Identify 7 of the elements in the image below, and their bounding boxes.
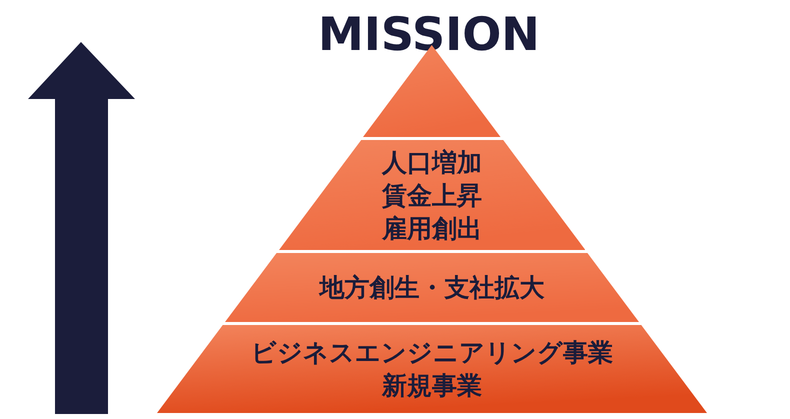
band-label: ビジネスエンジニアリング事業 <box>250 337 614 369</box>
band-label: 雇用創出 <box>380 212 483 244</box>
band-label: 賃金上昇 <box>380 180 483 212</box>
band-label: 人口増加 <box>380 146 483 178</box>
band-label: 新規事業 <box>380 370 483 402</box>
title: MISSION <box>318 6 540 62</box>
band-label: 地方創生・支社拡大 <box>318 272 546 304</box>
